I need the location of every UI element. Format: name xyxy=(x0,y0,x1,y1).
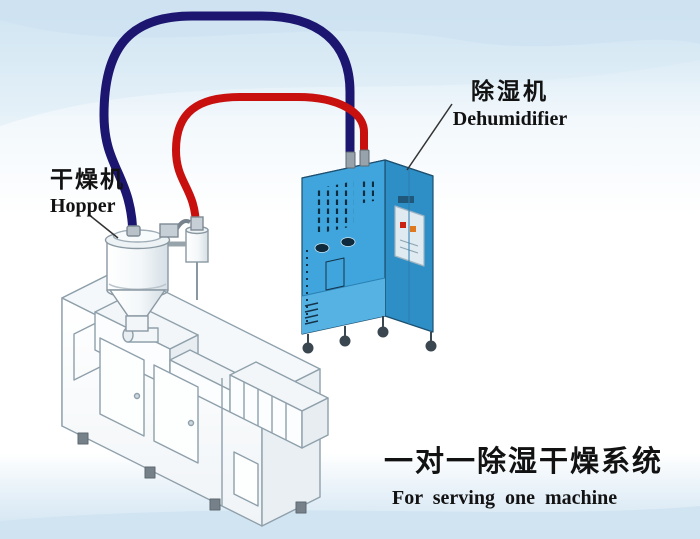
door-right xyxy=(153,364,199,464)
door-right-handle xyxy=(187,419,195,427)
return-air-pipe xyxy=(172,93,368,229)
filter-cap xyxy=(190,216,204,231)
hopper-label-zh: 干燥机 xyxy=(50,166,125,192)
leader-lines xyxy=(87,103,453,239)
return-air-filter xyxy=(168,216,209,300)
floor-band xyxy=(0,506,700,539)
dry-air-pipe xyxy=(99,11,355,241)
cabinet-doors xyxy=(99,337,259,507)
dehumidifier-label-zh: 除湿机 xyxy=(471,78,549,104)
hopper-leader-line xyxy=(87,213,119,239)
machine-feet xyxy=(77,432,307,514)
side-control-panel xyxy=(394,168,425,324)
panel-button-orange xyxy=(410,226,416,232)
system-caption: 一对一除湿干燥系统 For serving one machine xyxy=(384,438,663,510)
gauge-right xyxy=(340,237,356,247)
system-caption-en: For serving one machine xyxy=(392,487,618,509)
front-vents-small xyxy=(358,178,374,204)
casters xyxy=(302,316,437,354)
front-vents xyxy=(312,181,354,235)
sky-band xyxy=(0,0,700,47)
hopper-label-en: Hopper xyxy=(50,195,116,217)
panel-button-red xyxy=(400,222,406,228)
door-left xyxy=(99,337,145,437)
fitting-return-air xyxy=(359,149,370,167)
front-grille xyxy=(304,302,319,325)
dry-air-inlet-collar xyxy=(126,225,141,237)
front-seam xyxy=(301,277,386,297)
dehumidifier-label: 除湿机 Dehumidifier xyxy=(440,72,580,131)
hopper-dryer xyxy=(104,216,209,332)
top-pipe-fittings xyxy=(345,149,370,169)
lower-panel xyxy=(233,451,259,507)
die-head xyxy=(229,361,329,449)
pipes xyxy=(99,11,368,241)
hopper-blower xyxy=(159,223,179,238)
hopper-ring xyxy=(108,283,167,290)
dehumidifier-label-en: Dehumidifier xyxy=(452,108,568,130)
hopper-label: 干燥机 Hopper xyxy=(50,160,125,218)
gauge-left xyxy=(314,243,330,253)
system-caption-zh: 一对一除湿干燥系统 xyxy=(384,446,664,478)
hopper-neck xyxy=(125,315,149,332)
side-slot xyxy=(398,196,414,203)
dehumidifier-leader-line xyxy=(406,103,453,171)
front-access-panel xyxy=(325,257,345,291)
dehumidifier-cabinet xyxy=(301,149,437,354)
fitting-dry-air xyxy=(345,151,356,169)
door-left-handle xyxy=(133,392,141,400)
extruder-machine xyxy=(61,268,329,527)
